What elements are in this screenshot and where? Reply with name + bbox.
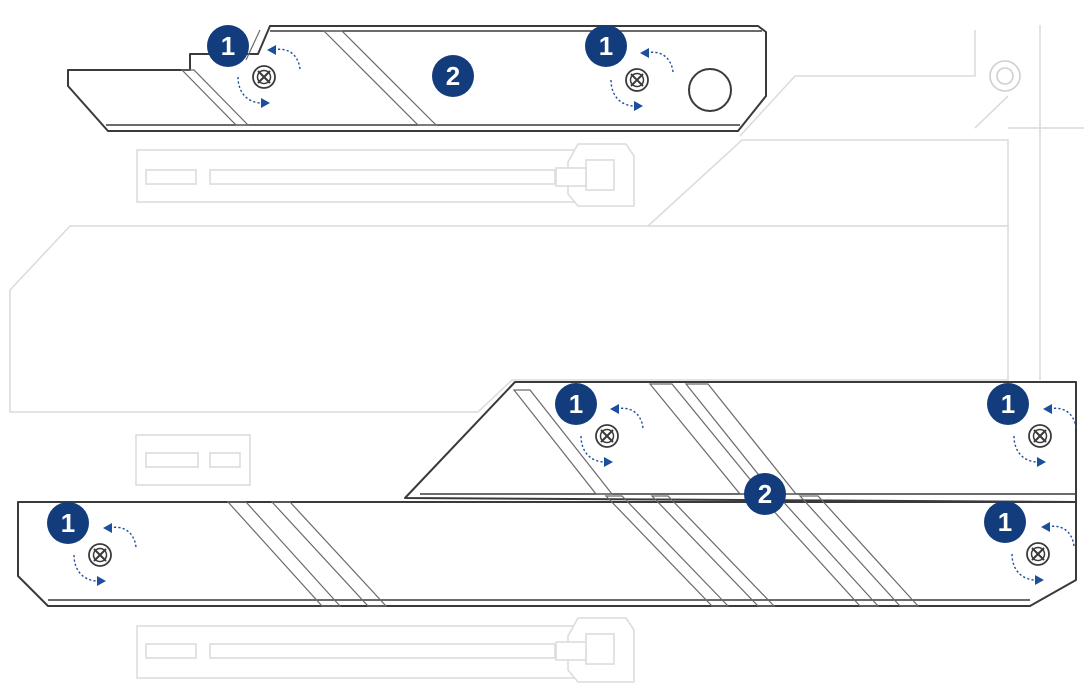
svg-text:1: 1 — [998, 507, 1012, 537]
pcie-slot-top — [136, 143, 635, 207]
screw-icon — [88, 543, 112, 567]
svg-text:1: 1 — [221, 31, 235, 61]
screw-hole — [688, 68, 732, 112]
screw-icon — [595, 424, 619, 448]
step-badge-2: 2 — [744, 473, 786, 515]
svg-text:1: 1 — [569, 389, 583, 419]
step-badge-1: 1 — [555, 383, 597, 425]
m2-heatsink-bottom — [17, 381, 1077, 607]
svg-text:1: 1 — [1001, 389, 1015, 419]
screw-icon — [1028, 424, 1052, 448]
m2-heatsink-top — [67, 25, 767, 132]
svg-text:1: 1 — [599, 31, 613, 61]
step-badge-1: 1 — [984, 501, 1026, 543]
svg-text:2: 2 — [758, 479, 772, 509]
step-badge-1: 1 — [207, 25, 249, 67]
small-connector — [135, 434, 251, 486]
standoff-icon — [989, 60, 1021, 92]
svg-text:2: 2 — [446, 61, 460, 91]
step-badge-2: 2 — [432, 55, 474, 97]
screw-icon — [1026, 542, 1050, 566]
step-badge-1: 1 — [987, 383, 1029, 425]
svg-text:1: 1 — [61, 508, 75, 538]
step-badge-1: 1 — [47, 502, 89, 544]
screw-icon — [252, 65, 276, 89]
step-badge-1: 1 — [585, 25, 627, 67]
motherboard-outline — [9, 25, 1084, 486]
screw-icon — [625, 68, 649, 92]
pcie-slot-bottom — [136, 617, 635, 683]
